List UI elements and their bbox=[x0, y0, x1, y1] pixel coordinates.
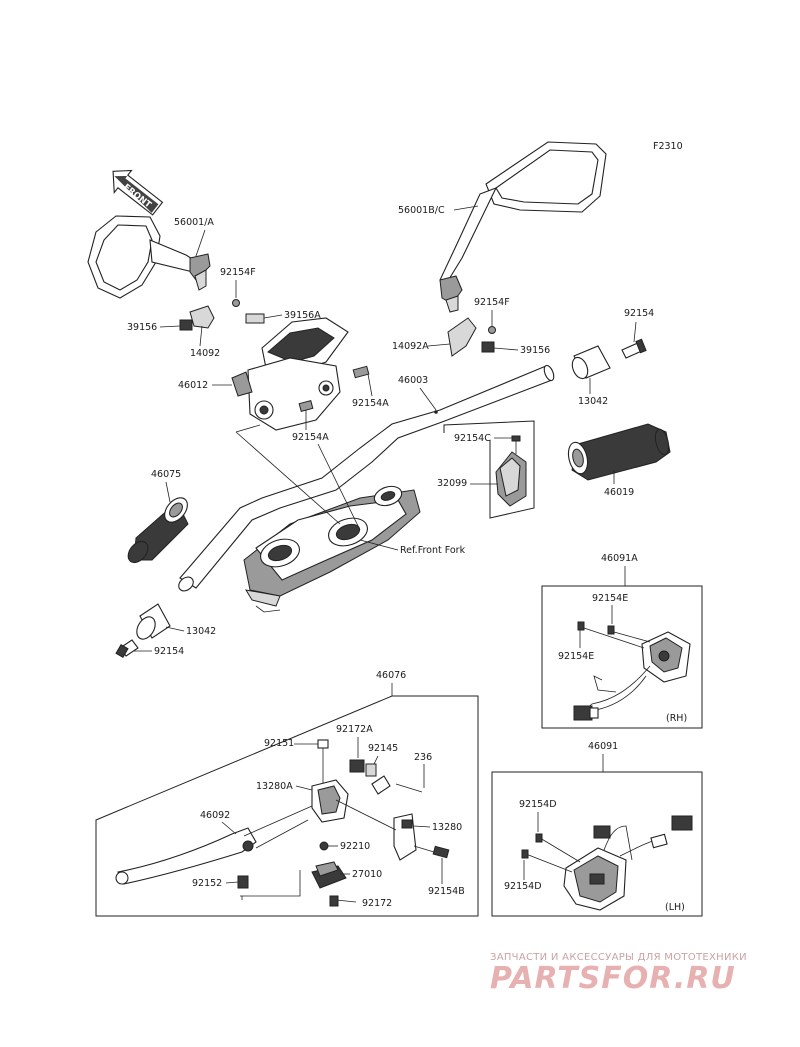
rh-switch-box bbox=[541, 585, 703, 729]
label-39156-right: 39156 bbox=[520, 345, 550, 356]
label-14092: 14092 bbox=[190, 348, 220, 359]
bar-end-weight-right bbox=[571, 338, 647, 380]
label-46012: 46012 bbox=[178, 380, 208, 391]
label-56001a: 56001/A bbox=[174, 217, 214, 228]
label-92145: 92145 bbox=[368, 743, 398, 754]
label-39156a: 39156A bbox=[284, 310, 321, 321]
clutch-lever-assembly bbox=[115, 739, 450, 907]
label-92154f-left: 92154F bbox=[220, 267, 256, 278]
label-46091: 46091 bbox=[588, 741, 618, 752]
bar-end-weight-left bbox=[115, 603, 171, 659]
label-46003: 46003 bbox=[398, 375, 428, 386]
label-13280: 13280 bbox=[432, 822, 462, 833]
label-92154b: 92154B bbox=[428, 886, 465, 897]
label-92154f-right: 92154F bbox=[474, 297, 510, 308]
label-46075: 46075 bbox=[151, 469, 181, 480]
handlebar bbox=[178, 364, 555, 592]
guide-box bbox=[443, 420, 535, 519]
label-13280a: 13280A bbox=[256, 781, 293, 792]
figure-code: F2310 bbox=[653, 141, 683, 152]
label-92172: 92172 bbox=[362, 898, 392, 909]
label-56001bc: 56001B/C bbox=[398, 205, 445, 216]
label-13042-bottom: 13042 bbox=[186, 626, 216, 637]
left-mirror bbox=[87, 215, 211, 299]
label-92154d-2: 92154D bbox=[504, 881, 542, 892]
right-mirror bbox=[439, 141, 607, 313]
label-92154a-1: 92154A bbox=[352, 398, 389, 409]
ref-front-fork: Ref.Front Fork bbox=[400, 545, 466, 556]
lh-switch-box bbox=[491, 771, 703, 917]
label-92152: 92152 bbox=[192, 878, 222, 889]
front-arrow-icon: FRONT bbox=[112, 169, 164, 216]
label-27010: 27010 bbox=[352, 869, 382, 880]
left-grip bbox=[127, 497, 189, 564]
label-39156-left: 39156 bbox=[127, 322, 157, 333]
watermark: ЗАПЧАСТИ И АКСЕССУАРЫ ДЛЯ МОТОТЕХНИКИ PA… bbox=[490, 952, 790, 996]
label-46092: 46092 bbox=[200, 810, 230, 821]
right-mirror-bracket bbox=[447, 317, 496, 357]
watermark-tagline: ЗАПЧАСТИ И АКСЕССУАРЫ ДЛЯ МОТОТЕХНИКИ bbox=[490, 952, 747, 963]
label-14092a: 14092A bbox=[392, 341, 429, 352]
rh-label: (RH) bbox=[666, 713, 687, 724]
upper-triple-clamp bbox=[243, 485, 421, 613]
rh-switch bbox=[573, 621, 691, 721]
label-92154e-1: 92154E bbox=[592, 593, 628, 604]
label-46019: 46019 bbox=[604, 487, 634, 498]
label-92154e-2: 92154E bbox=[558, 651, 594, 662]
label-92154-bottom: 92154 bbox=[154, 646, 184, 657]
label-92151: 92151 bbox=[264, 738, 294, 749]
lh-switch bbox=[521, 815, 693, 911]
label-92154c: 92154C bbox=[454, 433, 491, 444]
label-92172a: 92172A bbox=[336, 724, 373, 735]
throttle-grip bbox=[567, 423, 671, 481]
lh-label: (LH) bbox=[665, 902, 685, 913]
label-92154d-1: 92154D bbox=[519, 799, 557, 810]
left-mirror-bracket bbox=[179, 299, 240, 331]
clamp-holder-assembly bbox=[231, 313, 370, 431]
label-92210: 92210 bbox=[340, 841, 370, 852]
label-236: 236 bbox=[414, 752, 432, 763]
label-92154-top: 92154 bbox=[624, 308, 654, 319]
clutch-lever-box bbox=[95, 695, 479, 917]
label-32099: 32099 bbox=[437, 478, 467, 489]
label-92154a-2: 92154A bbox=[292, 432, 329, 443]
label-46076: 46076 bbox=[376, 670, 406, 681]
watermark-logo: PARTSFOR.RU bbox=[490, 961, 736, 996]
label-46091a: 46091A bbox=[601, 553, 638, 564]
label-13042-top: 13042 bbox=[578, 396, 608, 407]
